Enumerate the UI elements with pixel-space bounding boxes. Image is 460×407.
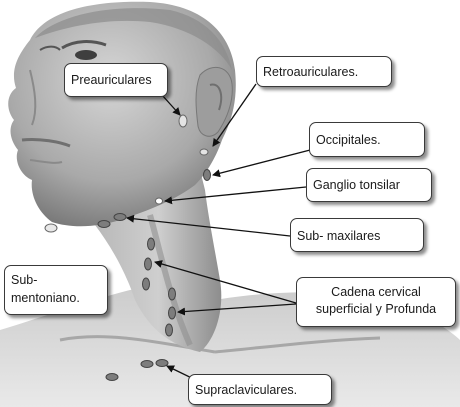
node-cervical-4	[168, 287, 176, 301]
arrow-cadena-2	[177, 303, 297, 316]
label-occipitales: Occipitales.	[309, 122, 425, 157]
ear	[195, 66, 233, 137]
label-occipitales-text: Occipitales.	[316, 133, 381, 147]
label-supraclaviculares-text: Supraclaviculares.	[195, 383, 298, 397]
label-cadena-line2: superficial y Profunda	[315, 302, 437, 316]
arrow-submaxilares	[126, 214, 291, 237]
node-cervical-3	[142, 277, 150, 291]
label-submentoniano: Sub- mentoniano.	[4, 265, 108, 315]
arrow-ganglio-tonsilar	[164, 186, 307, 205]
arrow-preauriculares	[161, 94, 181, 116]
head	[8, 1, 236, 227]
label-submaxilares: Sub- maxilares	[290, 218, 424, 252]
node-occipital	[203, 169, 211, 181]
node-preauricular	[178, 114, 188, 128]
node-supraclavicular-3	[155, 359, 169, 367]
label-cadena-line1: Cadena cervical	[331, 285, 421, 299]
label-retroauriculares: Retroauriculares.	[256, 56, 392, 87]
label-preauriculares: Preauriculares	[64, 63, 168, 97]
label-cadena-cervical: Cadena cervical superficial y Profunda	[296, 277, 456, 327]
node-cervical-1	[147, 237, 155, 251]
node-cervical-5	[168, 306, 176, 320]
node-submandibular-1	[97, 220, 111, 228]
node-supraclavicular-2	[140, 360, 154, 368]
arrow-cadena-1	[154, 260, 297, 304]
arrow-retroauriculares	[212, 83, 257, 147]
label-submaxilares-text: Sub- maxilares	[297, 229, 381, 243]
label-retroauriculares-text: Retroauriculares.	[263, 65, 359, 79]
label-submentoniano-line1: Sub-	[11, 273, 38, 287]
label-preauriculares-text: Preauriculares	[71, 73, 152, 87]
label-supraclaviculares: Supraclaviculares.	[188, 374, 332, 405]
label-submentoniano-line2: mentoniano.	[11, 291, 80, 305]
label-ganglio-tonsilar: Ganglio tonsilar	[306, 168, 432, 202]
node-cervical-2	[144, 257, 152, 271]
node-tonsillar	[155, 197, 163, 205]
node-retroauricular	[199, 148, 209, 156]
node-submandibular-2	[113, 213, 127, 221]
arrow-occipitales	[212, 148, 315, 178]
label-ganglio-tonsilar-text: Ganglio tonsilar	[313, 178, 400, 192]
node-supraclavicular-1	[105, 373, 119, 381]
node-submental	[44, 223, 58, 233]
node-cervical-6	[165, 323, 173, 337]
